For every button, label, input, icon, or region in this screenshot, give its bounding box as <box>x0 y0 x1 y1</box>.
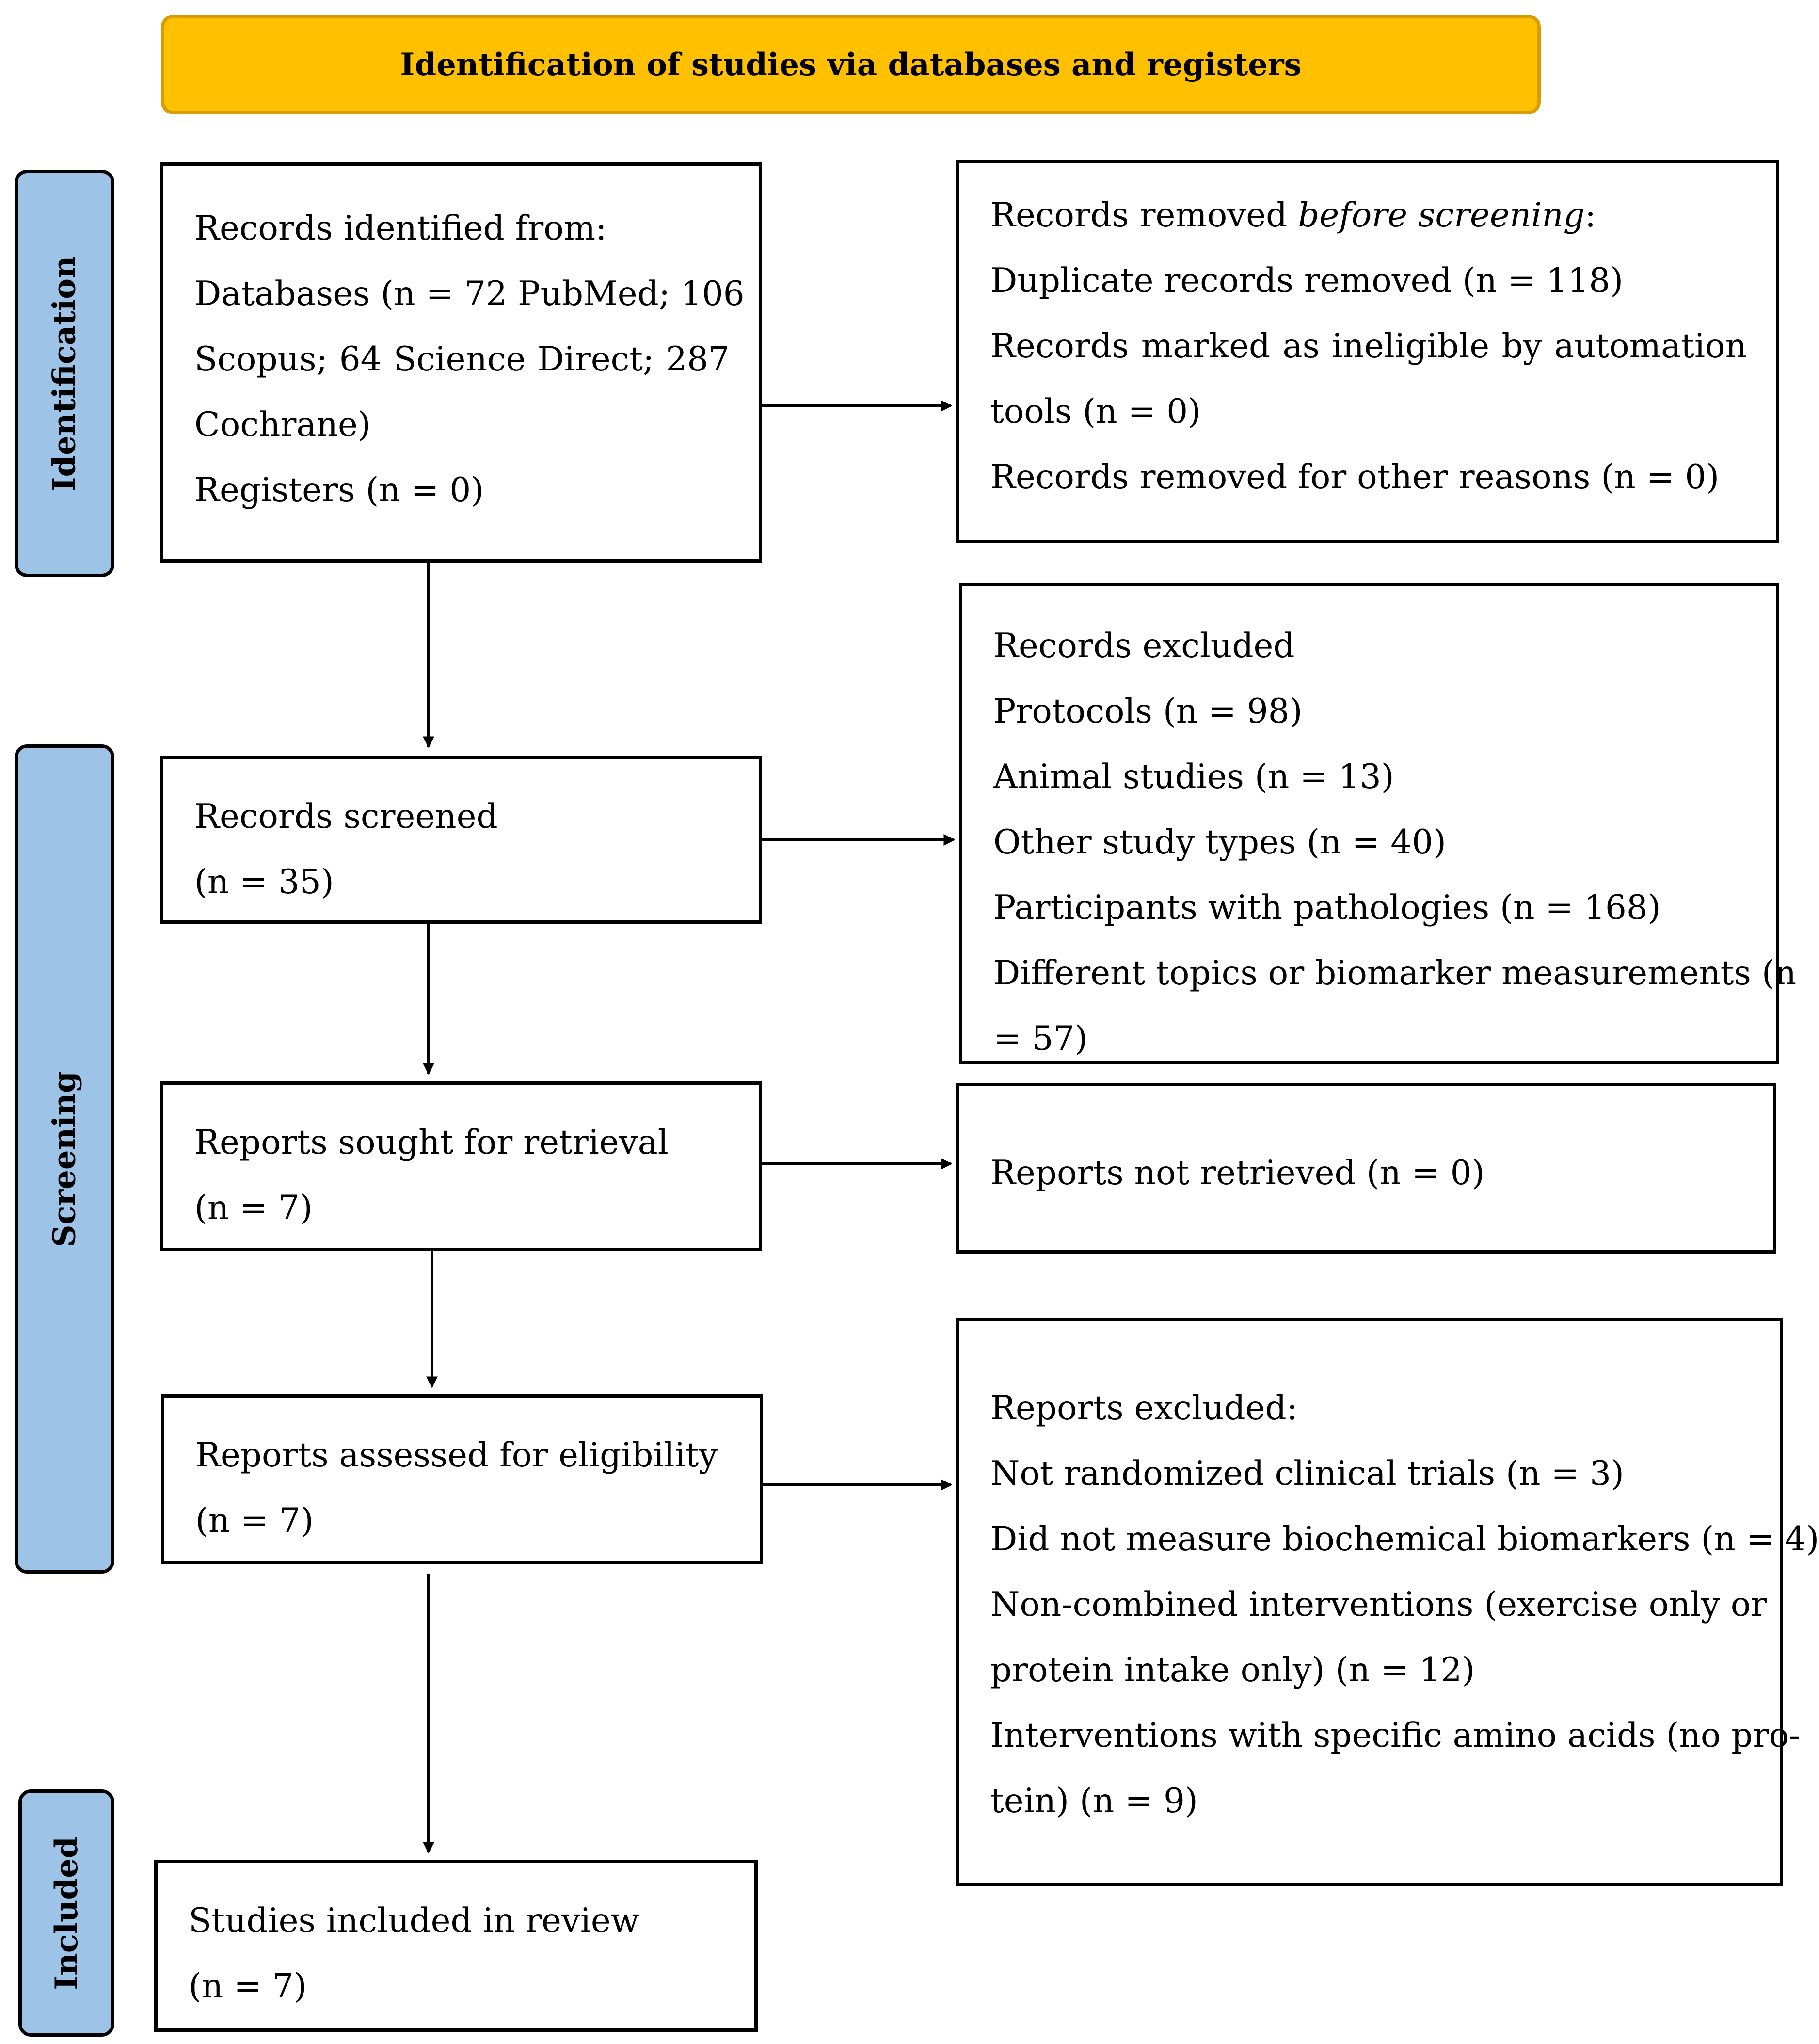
reports-excluded-box: Reports excluded: Not randomized clinica… <box>956 1318 1819 1886</box>
screened-count: (n = 35) <box>194 863 334 901</box>
reports-excluded-title: Reports excluded: <box>990 1389 1298 1428</box>
identified-registers: Registers (n = 0) <box>194 471 484 510</box>
screened-label: Records screened <box>194 797 498 836</box>
phase-screening: Screening <box>15 744 114 1574</box>
header-bar: Identification of studies via databases … <box>161 15 1541 114</box>
header-title: Identification of studies via databases … <box>400 46 1302 83</box>
records-identified-box: Records identified from: Databases (n = … <box>160 162 762 563</box>
reports-not-retrieved-box: Reports not retrieved (n = 0) <box>956 1083 1776 1254</box>
included-count: (n = 7) <box>189 1967 307 2006</box>
removed-other-reasons: Records removed for other reasons (n = 0… <box>990 458 1720 497</box>
phase-included: Included <box>18 1789 114 2037</box>
reports-excluded-amino-acids: Interventions with specific amino acids … <box>990 1716 1801 1755</box>
excluded-title: Records excluded <box>993 627 1295 665</box>
identified-databases-line-2: Scopus; 64 Science Direct; 287 <box>194 340 730 379</box>
excluded-protocols: Protocols (n = 98) <box>993 692 1303 731</box>
removed-duplicates: Duplicate records removed (n = 118) <box>990 261 1624 300</box>
excluded-other-study-types: Other study types (n = 40) <box>993 823 1446 862</box>
not-retrieved-label: Reports not retrieved (n = 0) <box>990 1154 1485 1192</box>
phase-identification-label: Identification <box>46 256 83 491</box>
reports-excluded-not-randomized: Not randomized clinical trials (n = 3) <box>990 1454 1624 1493</box>
removed-line-1: Records removed before screening: <box>990 196 1596 235</box>
reports-assessed-box: Reports assessed for eligibility (n = 7) <box>161 1394 763 1564</box>
identified-line-1: Records identified from: <box>194 209 607 248</box>
excluded-different-topics-cont: = 57) <box>993 1019 1088 1058</box>
excluded-pathologies: Participants with pathologies (n = 168) <box>993 888 1661 927</box>
records-excluded-box: Records excluded Protocols (n = 98) Anim… <box>959 583 1797 1064</box>
reports-excluded-no-biomarkers: Did not measure biochemical biomarkers (… <box>990 1520 1819 1559</box>
reports-excluded-amino-acids-cont: tein) (n = 9) <box>990 1782 1198 1820</box>
reports-excluded-noncombined: Non-combined interventions (exercise onl… <box>990 1585 1767 1624</box>
excluded-different-topics: Different topics or biomarker measuremen… <box>993 954 1797 993</box>
phase-identification: Identification <box>15 170 114 577</box>
included-label: Studies included in review <box>189 1901 639 1940</box>
phase-included-label: Included <box>48 1836 85 1990</box>
sought-label: Reports sought for retrieval <box>194 1123 669 1162</box>
removed-line-4: tools (n = 0) <box>990 392 1201 431</box>
reports-excluded-noncombined-cont: protein intake only) (n = 12) <box>990 1651 1475 1690</box>
removed-ineligible-line: Records marked as ineligible by automati… <box>990 327 1747 366</box>
excluded-animal-studies: Animal studies (n = 13) <box>993 757 1394 796</box>
sought-count: (n = 7) <box>194 1189 313 1227</box>
phase-screening-label: Screening <box>46 1071 83 1247</box>
identified-databases-line-1: Databases (n = 72 PubMed; 106 <box>194 274 745 313</box>
reports-sought-box: Reports sought for retrieval (n = 7) <box>160 1081 762 1251</box>
records-screened-box: Records screened (n = 35) <box>160 756 762 924</box>
assessed-count: (n = 7) <box>195 1501 314 1540</box>
studies-included-box: Studies included in review (n = 7) <box>154 1860 758 2032</box>
records-removed-box: Records removed before screening: Duplic… <box>956 160 1779 543</box>
identified-line-4: Cochrane) <box>194 405 371 444</box>
assessed-label: Reports assessed for eligibility <box>195 1436 718 1475</box>
